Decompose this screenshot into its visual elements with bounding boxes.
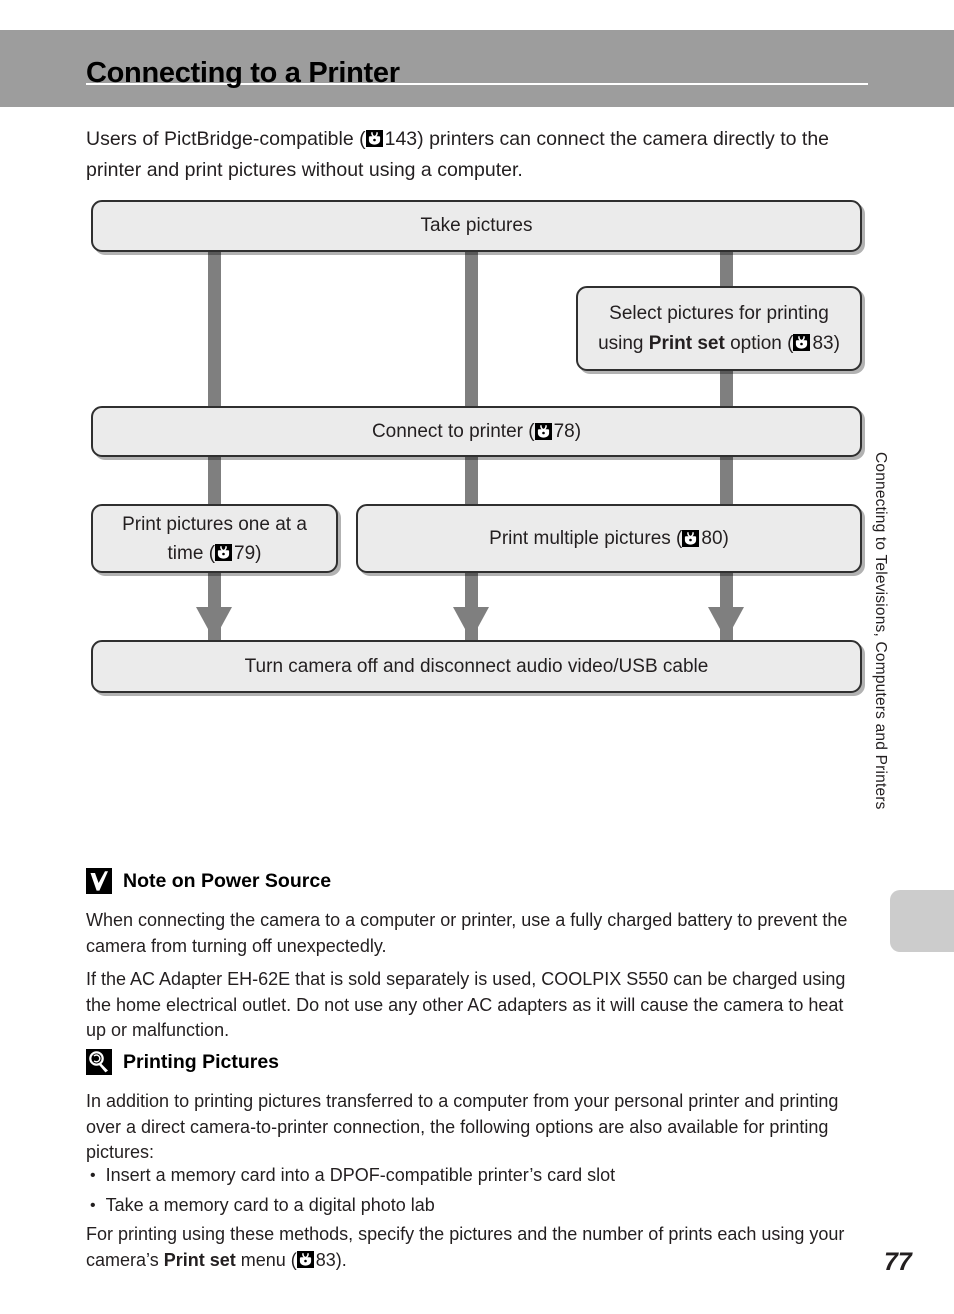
flow-box-page-ref: 79 [234, 542, 256, 564]
flow-connector-right [720, 240, 733, 640]
flow-box-text: ) [255, 542, 262, 564]
page-title: Connecting to a Printer [86, 57, 400, 89]
note-title: Note on Power Source [123, 869, 332, 892]
tip-magnifier-icon [86, 1049, 112, 1075]
intro-paragraph: Users of PictBridge-compatible ( 143) pri… [86, 124, 868, 186]
page-reference-icon [296, 1250, 314, 1268]
flow-box-label: Select pictures for printing [609, 302, 829, 324]
flow-box-page-ref: 80 [701, 527, 723, 549]
note-text: For printing using these methods, specif… [86, 1224, 845, 1270]
note-body-power-source: When connecting the camera to a computer… [86, 908, 861, 1048]
flow-box-text: ) [722, 527, 729, 549]
flow-box-take-pictures: Take pictures [91, 200, 862, 252]
flow-connector-left [208, 240, 221, 640]
intro-text-after: ) printers can connect the camera direct… [86, 128, 830, 181]
flow-arrowhead-right [708, 607, 744, 640]
flow-box-bold-term: Print set [648, 332, 725, 354]
flow-box-connect-to-printer: Connect to printer ( 78) [91, 406, 862, 457]
flow-box-line-1: Select pictures for printing [609, 299, 829, 329]
flow-box-text: Print multiple pictures ( [489, 527, 683, 549]
flow-box-label: Print pictures one at a [122, 513, 307, 535]
list-item-label: Insert a memory card into a DPOF-compati… [105, 1165, 616, 1185]
note-paragraph: In addition to printing pictures transfe… [86, 1091, 839, 1162]
flow-box-print-multiple-pictures: Print multiple pictures ( 80) [356, 504, 862, 573]
list-item: • Take a memory card to a digital photo … [90, 1193, 865, 1218]
flow-box-line-2: using Print set option ( 83) [598, 329, 840, 359]
note-text: ). [335, 1249, 347, 1270]
flow-box-line-2: time ( 79) [168, 539, 262, 568]
page-reference-icon [215, 543, 233, 561]
bullet-icon: • [90, 1197, 96, 1214]
intro-page-ref: 143 [384, 128, 418, 150]
flow-box-page-ref: 83 [812, 332, 834, 354]
flow-box-text: Connect to printer ( [371, 420, 535, 442]
note-title: Printing Pictures [123, 1050, 280, 1073]
note-paragraph: When connecting the camera to a computer… [86, 910, 848, 956]
page-reference-icon [682, 530, 700, 547]
chapter-tab-label: Connecting to Televisions, Computers and… [872, 452, 889, 810]
intro-text-before: Users of PictBridge-compatible ( [86, 128, 366, 150]
flow-box-select-pictures-print-set: Select pictures for printing using Print… [576, 286, 862, 371]
page-header-band [0, 30, 954, 107]
page-reference-icon [534, 423, 552, 440]
flow-arrowhead-left [196, 607, 232, 640]
bullet-icon: • [90, 1167, 96, 1184]
note-paragraph: If the AC Adapter EH-62E that is sold se… [86, 969, 846, 1040]
chapter-tab-marker [890, 890, 954, 952]
note-closing-printing-pictures: For printing using these methods, specif… [86, 1222, 861, 1273]
flow-box-label: Take pictures [420, 215, 533, 236]
flow-box-line-1: Print pictures one at a [122, 510, 307, 539]
page-reference-icon [793, 333, 811, 351]
flow-box-label: Turn camera off and disconnect audio vid… [244, 655, 709, 677]
flow-box-print-one-at-a-time: Print pictures one at a time ( 79) [91, 504, 338, 573]
note-header-printing-pictures: Printing Pictures [86, 1049, 279, 1075]
flow-box-text: ) [574, 420, 582, 442]
flow-box-text: using [598, 332, 649, 354]
page-reference-icon [365, 130, 383, 147]
flow-connector-center [465, 240, 478, 640]
flow-box-page-ref: 78 [553, 420, 575, 442]
note-page-ref: 83 [315, 1249, 336, 1270]
caution-check-icon [86, 868, 112, 894]
flow-arrowhead-center [453, 607, 489, 640]
note-header-power-source: Note on Power Source [86, 868, 331, 894]
list-item: • Insert a memory card into a DPOF-compa… [90, 1163, 865, 1188]
list-item-label: Take a memory card to a digital photo la… [105, 1195, 435, 1215]
note-body-printing-pictures: In addition to printing pictures transfe… [86, 1089, 861, 1170]
flow-box-text: ) [833, 332, 840, 354]
flow-box-text: option ( [724, 332, 794, 354]
flow-box-turn-camera-off: Turn camera off and disconnect audio vid… [91, 640, 862, 693]
page-number: 77 [884, 1248, 912, 1276]
flow-box-text: time ( [167, 542, 216, 564]
header-rule [86, 83, 868, 85]
note-text: menu ( [235, 1249, 297, 1270]
note-bold-term: Print set [163, 1249, 236, 1270]
